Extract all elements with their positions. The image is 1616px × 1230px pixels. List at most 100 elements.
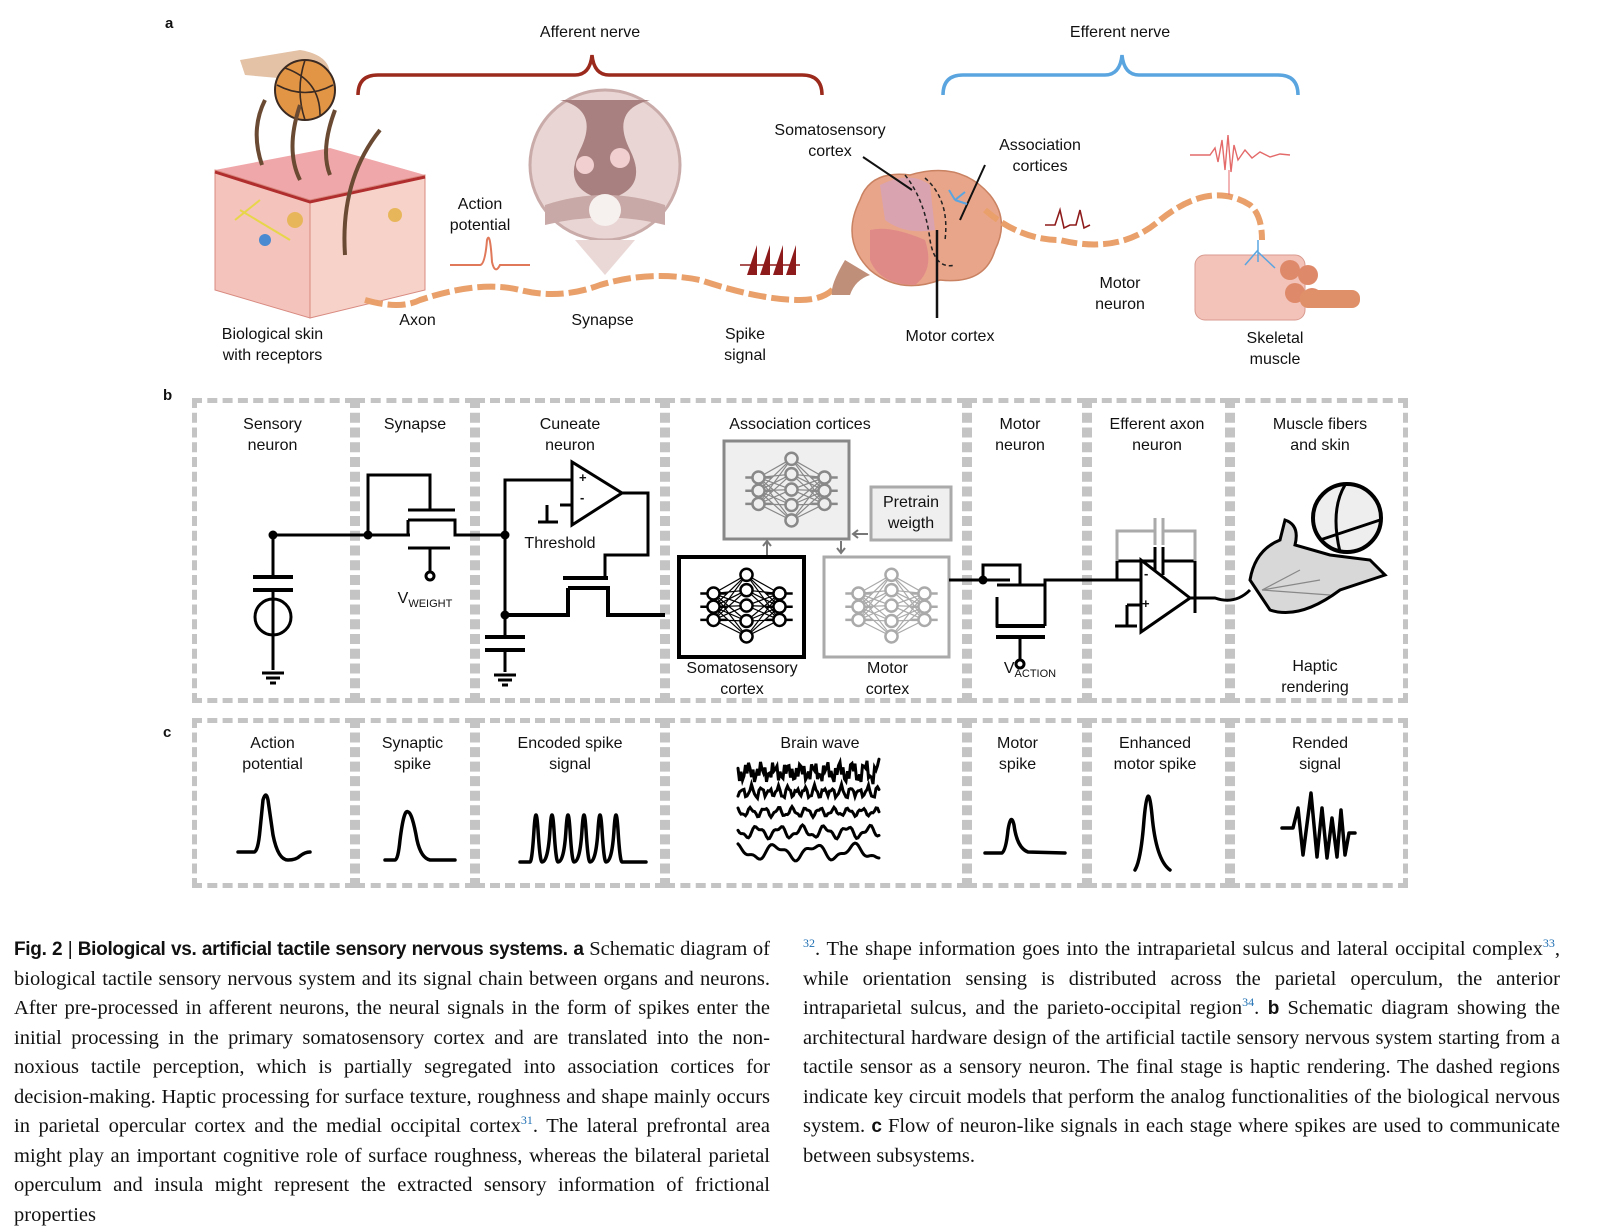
brain-wave-trace bbox=[736, 803, 881, 820]
caption-letter-a: a bbox=[573, 939, 584, 960]
c-title-rended-signal: Rended signal bbox=[1291, 735, 1349, 773]
nn-node bbox=[884, 567, 899, 583]
v-action-terminal bbox=[1014, 658, 1026, 670]
nn-node bbox=[739, 582, 754, 598]
nn-node bbox=[851, 612, 866, 628]
figure-title: Biological vs. artificial tactile sensor… bbox=[77, 939, 568, 960]
v-weight-sub: WEIGHT bbox=[408, 598, 453, 610]
nn-node bbox=[884, 629, 899, 644]
nn-node bbox=[751, 496, 766, 512]
v-action-sub: ACTION bbox=[1014, 668, 1057, 680]
v-weight-terminal bbox=[424, 570, 436, 582]
box-c-action-potential bbox=[192, 718, 355, 888]
motor-neuron-label: Motor neuron bbox=[1095, 275, 1145, 313]
box-title-cuneate-neuron: Cuneate neuron bbox=[539, 416, 601, 454]
box-title-muscle-fibers: Muscle fibers and skin bbox=[1272, 416, 1368, 454]
efferent-opamp bbox=[1139, 556, 1193, 635]
brain-wave-trace bbox=[736, 841, 881, 863]
axon-label: Axon bbox=[399, 312, 436, 329]
caption-a-text-3: . The shape information goes into the in… bbox=[815, 938, 1543, 960]
nn-node bbox=[784, 466, 799, 482]
nn-node bbox=[917, 612, 932, 628]
reference-link-32[interactable]: 32 bbox=[803, 936, 815, 951]
nn-node bbox=[739, 567, 754, 583]
nn-node bbox=[884, 598, 899, 613]
panel-a-illustration bbox=[214, 50, 1360, 321]
caption-letter-c: c bbox=[871, 1116, 882, 1137]
box-c-enhanced-spike bbox=[1087, 718, 1230, 888]
afferent-nerve-label: Afferent nerve bbox=[539, 24, 641, 41]
reference-link-33[interactable]: 33 bbox=[1542, 936, 1555, 951]
efferent-nerve-label: Efferent nerve bbox=[1069, 24, 1171, 41]
opamp-minus-sign: - bbox=[580, 490, 585, 505]
nn-node bbox=[784, 497, 799, 513]
opamp-plus-sign: + bbox=[579, 470, 587, 485]
v-weight-main: V bbox=[397, 590, 409, 607]
box-c-brain-wave bbox=[665, 718, 967, 888]
c-title-motor-spike: Motor spike bbox=[997, 735, 1038, 773]
nn-node bbox=[706, 612, 721, 628]
reference-link-34[interactable]: 34 bbox=[1242, 995, 1255, 1010]
cuneate-opamp bbox=[570, 459, 625, 528]
reference-link-31[interactable]: 31 bbox=[520, 1113, 533, 1128]
caption-column-right: 32. The shape information goes into the … bbox=[803, 935, 1560, 1171]
somatosensory-cortex-box-label: Somatosensory cortex bbox=[686, 660, 798, 698]
waveform-enhanced-spike bbox=[1133, 794, 1172, 872]
nn-node bbox=[784, 482, 799, 497]
spike-signal-trace bbox=[740, 245, 800, 275]
waveform-motor-spike bbox=[983, 817, 1067, 855]
box-title-association-cortices: Association cortices bbox=[729, 416, 871, 433]
c-title-enhanced-spike: Enhanced motor spike bbox=[1113, 735, 1197, 773]
box-c-motor-spike bbox=[967, 718, 1087, 888]
box-efferent-axon bbox=[1087, 398, 1230, 703]
motor-cortex-box-label: Motor cortex bbox=[865, 660, 910, 698]
caption-column-left: Fig. 2 | Biological vs. artificial tacti… bbox=[14, 935, 770, 1230]
afferent-axon bbox=[364, 273, 843, 308]
afferent-brace bbox=[356, 54, 824, 96]
sensory-capacitor bbox=[253, 535, 293, 600]
panel-letter-a: a bbox=[165, 15, 174, 32]
synapse-label: Synapse bbox=[571, 312, 634, 329]
box-c-encoded-spike bbox=[475, 718, 665, 888]
caption-separator: | bbox=[62, 939, 78, 960]
pretrain-box bbox=[869, 485, 953, 542]
waveform-rended-signal bbox=[1280, 791, 1357, 860]
caption-a-text-2: . The lateral prefrontal area might play… bbox=[14, 1115, 771, 1226]
box-cuneate-neuron bbox=[475, 398, 665, 703]
synapse-transistor bbox=[366, 473, 505, 537]
figure-label: Fig. 2 bbox=[14, 939, 63, 960]
v-weight-label: VWEIGHT bbox=[385, 588, 465, 615]
box-c-synaptic-spike bbox=[355, 718, 475, 888]
v-action-main: V bbox=[1003, 660, 1015, 677]
box-association-cortices bbox=[665, 398, 967, 703]
caption-a-text-1: Schematic diagram of biological tactile … bbox=[14, 938, 770, 1137]
caption-a-text-4: , while orientation sensing is distribut… bbox=[803, 938, 1560, 1019]
box-title-sensory-neuron: Sensory neuron bbox=[243, 416, 302, 454]
panel-c-waveforms bbox=[236, 756, 1357, 872]
nn-node bbox=[884, 582, 899, 598]
efferent-brace bbox=[941, 54, 1300, 96]
caption-letter-b: b bbox=[1267, 998, 1280, 1019]
nn-node bbox=[884, 613, 899, 629]
panel-b-circuit bbox=[253, 439, 1388, 687]
box-title-synapse: Synapse bbox=[383, 416, 447, 433]
hand-basketball-icon bbox=[240, 50, 336, 121]
waveform-synaptic-spike bbox=[383, 809, 457, 862]
motor-spike-trace bbox=[1045, 207, 1091, 230]
box-title-motor-neuron: Motor neuron bbox=[995, 416, 1045, 454]
emg-trace bbox=[1190, 134, 1291, 173]
ground-icon-2 bbox=[494, 673, 516, 687]
pretrain-weight-label: Pretrain weigth bbox=[882, 494, 940, 532]
spike-signal-label: Spike signal bbox=[724, 326, 766, 364]
c-title-synaptic-spike: Synaptic spike bbox=[381, 735, 444, 773]
nn-node bbox=[739, 598, 754, 613]
nn-node bbox=[784, 513, 799, 528]
nn-node bbox=[739, 613, 754, 629]
nn-node bbox=[817, 496, 832, 512]
brain-wave-trace bbox=[736, 778, 881, 802]
association-cortices-label: Association cortices bbox=[999, 137, 1081, 175]
skeletal-muscle-label: Skeletal muscle bbox=[1246, 330, 1304, 368]
threshold-label: Threshold bbox=[524, 535, 596, 552]
efferent-opamp-minus: - bbox=[1144, 566, 1149, 581]
efferent-opamp-plus: + bbox=[1142, 596, 1150, 611]
